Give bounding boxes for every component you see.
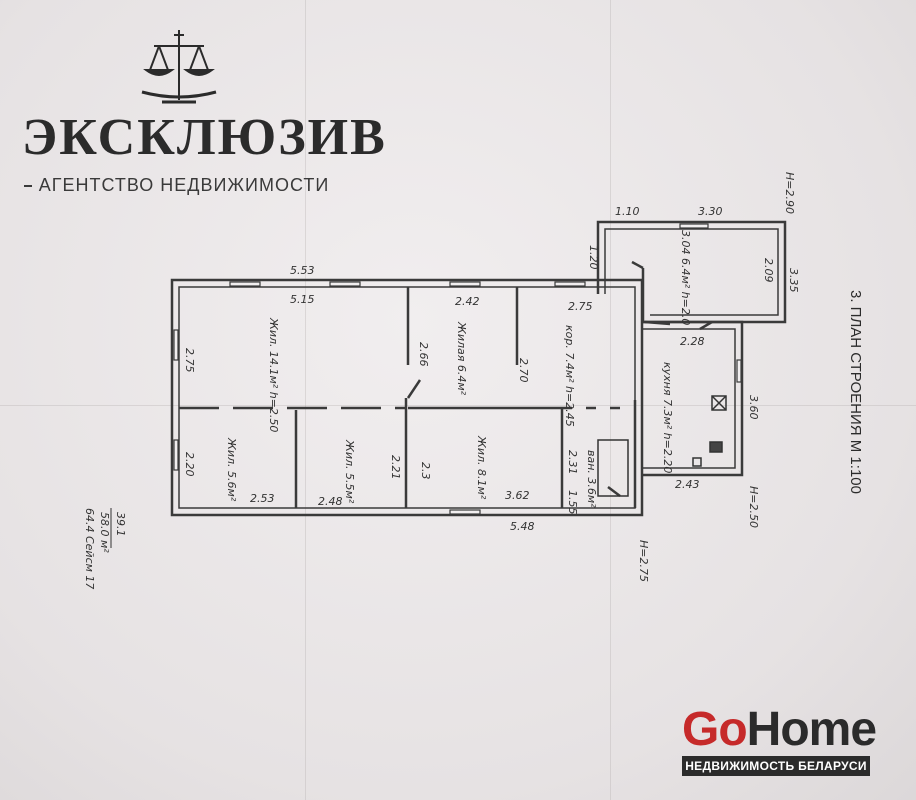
scales-icon [141,30,217,104]
gohome-home: Home [746,703,877,756]
dim-annex-330: 3.30 [698,205,723,218]
room-label-living-5: Жил. 8.1м² [475,435,488,500]
area-notes: 39.1 58.0 м² 64.4 Сейсм 17 [83,508,127,589]
dim-annex-335: 3.35 [787,268,800,293]
dim-275: 2.75 [568,300,593,313]
ceiling-labels: H=2.90 H=2.50 H=2.75 [637,172,796,582]
dim-221: 2.21 [389,455,402,480]
room-label-corridor: кор. 7.4м² h=2.45 [563,325,576,427]
kitchen-wall [642,320,744,477]
paper-fold [305,0,306,800]
dimension-labels: 5.53 5.15 2.42 2.75 1.10 3.30 2.28 2.43 … [183,205,800,533]
door-swing [607,486,621,497]
room-label-living-1: Жил. 14.1м² h=2.50 [267,317,280,432]
area-note: 58.0 м² [98,512,111,553]
window [449,281,481,287]
dim-kitchen-360: 3.60 [747,395,760,420]
window [173,329,179,361]
dim-266: 2.66 [417,342,430,367]
ceiling-label: H=2.50 [747,486,760,528]
dim-left-height-lower: 2.20 [183,452,196,477]
divider [24,185,32,187]
brand-logo: ЭКСКЛЮЗИВ АГЕНТСТВО НЕДВИЖИМОСТИ [22,30,387,200]
window [329,281,361,287]
room-label-living-3: Жил. 5.6м² [225,437,238,502]
dim-270: 2.70 [517,358,530,383]
dim-362: 3.62 [505,489,530,502]
dim-kitchen-243: 2.43 [675,478,700,491]
windows [173,223,742,515]
window [679,223,709,229]
bath-icon [597,439,629,497]
dim-annex-209: 2.09 [762,258,775,283]
window [736,359,742,383]
fixtures [597,395,727,497]
gohome-go: Go [682,703,748,756]
dim-left-height: 2.75 [183,348,196,373]
kitchen-inner-wall [642,328,736,469]
door-swing [631,260,644,270]
plan-title: 3. ПЛАН СТРОЕНИЯ М 1:100 [847,290,864,494]
room-label-living-4: Жил. 5.5м² [343,439,356,504]
paper-fold [0,405,916,406]
stove-icon [711,395,727,411]
brand-name: ЭКСКЛЮЗИВ [22,109,387,166]
dim-annex-110: 1.10 [615,205,640,218]
dim-155: 1.55 [566,490,579,515]
gohome-logo: GoHome НЕДВИЖИМОСТЬ БЕЛАРУСИ [680,704,877,776]
window [554,281,586,287]
room-label-kitchen: кухня 7.3м² h=2.20 [661,362,674,473]
dim-annex-120: 1.20 [587,245,600,270]
dim-annex-228: 2.28 [680,335,705,348]
gohome-tagline: НЕДВИЖИМОСТЬ БЕЛАРУСИ [682,756,870,776]
fixture-icon [692,457,702,467]
window [173,439,179,471]
door-swing [699,320,713,331]
window [449,509,481,515]
door-swing [644,320,671,326]
ceiling-label: H=2.75 [637,540,650,582]
dim-bottom-total: 5.48 [510,520,535,533]
room-label-living-2: Жилая 6.4м² [455,321,468,396]
dim-242: 2.42 [455,295,480,308]
brand-tagline: АГЕНТСТВО НЕДВИЖИМОСТИ [38,175,330,195]
sink-icon [709,441,723,453]
dim-23: 2.3 [419,462,432,480]
door-swing [406,379,422,399]
room-labels: Жил. 14.1м² h=2.50 Жилая 6.4м² кор. 7.4м… [225,230,692,508]
annex-wall [596,220,787,324]
room-label-annex: 3.04 6.4м² h=2.0 [679,230,692,325]
paper-fold [610,0,611,800]
stove-icon [711,395,727,411]
dim-bottom-left: 2.53 [250,492,275,505]
dim-bottom-mid: 2.48 [318,495,343,508]
ceiling-label: H=2.90 [783,172,796,214]
area-note: 64.4 Сейсм 17 [83,508,96,589]
area-note: 39.1 [114,512,127,537]
annex-inner-wall [604,228,779,316]
dim-top-length: 5.53 [290,264,315,277]
outer-wall [170,278,644,517]
window [229,281,261,287]
room-label-bath: ван. 3.6м² [585,450,598,508]
plan-walls [170,220,787,517]
dim-231: 2.31 [566,450,579,475]
plan-title-text: 3. ПЛАН СТРОЕНИЯ М 1:100 [847,290,864,494]
dim-inner-top: 5.15 [290,293,315,306]
gohome-wordmark: GoHome [682,703,877,756]
